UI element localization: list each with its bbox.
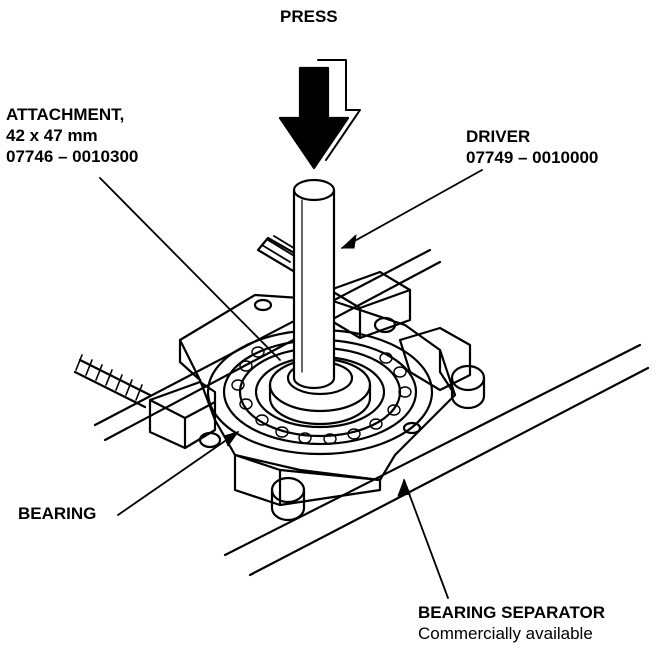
- bearing-separator-label: BEARING SEPARATOR Commercially available: [418, 602, 605, 644]
- bearing-label: BEARING: [18, 503, 96, 524]
- press-label-text: PRESS: [280, 7, 338, 26]
- press-arrow-icon: [278, 59, 361, 170]
- bearing-leader: [117, 431, 239, 516]
- bearing-separator-label-note: Commercially available: [418, 624, 593, 643]
- bearing-label-text: BEARING: [18, 504, 97, 523]
- left-bolt: [73, 354, 152, 409]
- leader-arrowheads: [223, 234, 411, 497]
- attachment-label-name: ATTACHMENT,: [6, 105, 125, 124]
- driver-label-part-number: 07749 – 0010000: [466, 148, 599, 167]
- separator-leader: [403, 479, 449, 599]
- bearing-separator-body: [148, 270, 472, 507]
- attachment-leader: [99, 177, 281, 361]
- driver-leader: [341, 169, 483, 249]
- driver-label: DRIVER 07749 – 0010000: [466, 126, 598, 168]
- driver-shaft: [292, 178, 336, 390]
- attachment-label-part-number: 07746 – 0010300: [6, 147, 139, 166]
- leader-lines: [99, 169, 483, 599]
- attachment-label-size: 42 x 47 mm: [6, 126, 98, 145]
- press-label: PRESS: [280, 6, 338, 27]
- attachment-label: ATTACHMENT, 42 x 47 mm 07746 – 0010300: [6, 104, 138, 167]
- driver-label-name: DRIVER: [466, 127, 531, 146]
- bearing-separator-label-name: BEARING SEPARATOR: [418, 603, 606, 622]
- separator-nuts: [198, 316, 486, 522]
